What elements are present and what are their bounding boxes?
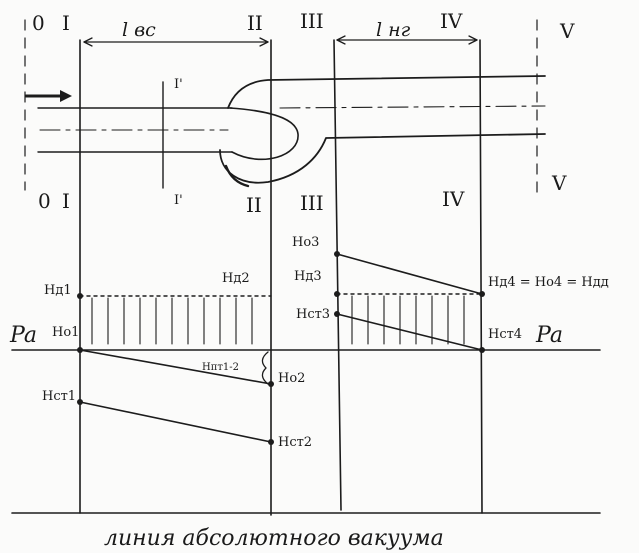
label-ho2: Hо2 [278,371,305,386]
point-ho3 [334,251,340,257]
pressure-label-left: Pa [9,323,37,348]
inner-section-label-top: I' [174,77,183,92]
suction-length-arrowheads [83,37,269,47]
point-ho1 [77,347,83,353]
section-label-V-top: V [559,19,575,43]
point-hst4 [479,347,485,353]
point-hd3 [334,291,340,297]
label-ho3: Hо3 [292,235,319,250]
section-label-III-bottom: III [300,191,324,215]
section-line-III [333,39,342,511]
discharge-length-arrowheads [336,35,478,45]
point-hst3 [334,311,340,317]
discharge-pipe-axis [279,105,546,109]
point-hd1 [77,293,83,299]
section-label-II-top: II [247,11,263,35]
label-hpt12: Hпт1-2 [202,362,239,373]
suction-static-head-line [79,401,272,443]
inner-section-label-bottom: I' [174,193,183,208]
pump-casing-top [227,75,546,109]
label-hst2: Hст2 [278,435,312,450]
section-label-III-top: III [300,9,324,33]
suction-length-label: l вс [122,19,156,41]
section-label-IV-top: IV [440,9,463,33]
label-hd2: Hд2 [222,271,250,286]
label-hd4-equation: Hд4 = Hо4 = Hдд [488,275,609,290]
section-line-IV [479,39,483,514]
label-hst4: Hст4 [488,327,522,342]
discharge-length-label: l нг [376,19,411,41]
point-hst1 [77,399,83,405]
section-label-0-top: 0 [32,11,45,35]
loss-brace [261,351,269,385]
label-hd3: Hд3 [294,269,322,284]
section-label-I-bottom: I [62,189,70,213]
discharge-total-head-line [336,253,483,295]
section-label-0-bottom: 0 [38,189,51,213]
section-label-I-top: I [62,11,70,35]
section-label-IV-bottom: IV [442,187,465,211]
suction-dynamic-head-hatching [91,297,253,345]
section-label-II-bottom: II [246,193,262,217]
label-ho1: Hо1 [52,325,79,340]
discharge-dynamic-head-hatching [351,295,465,345]
flow-arrowhead [60,90,72,102]
suction-total-head-line [79,349,272,385]
pressure-label-right: Pa [535,323,563,348]
volute-tongue [224,164,250,188]
point-hd4 [479,291,485,297]
absolute-vacuum-caption: линия абсолютного вакуума [104,526,444,551]
label-hd1: Hд1 [44,283,72,298]
label-hst3: Hст3 [296,307,330,322]
impeller-outline [229,107,299,161]
point-hst2 [268,439,274,445]
label-hst1: Hст1 [42,389,76,404]
section-label-V-bottom: V [551,171,567,195]
point-ho2 [268,381,274,387]
discharge-static-head-line [336,313,483,351]
